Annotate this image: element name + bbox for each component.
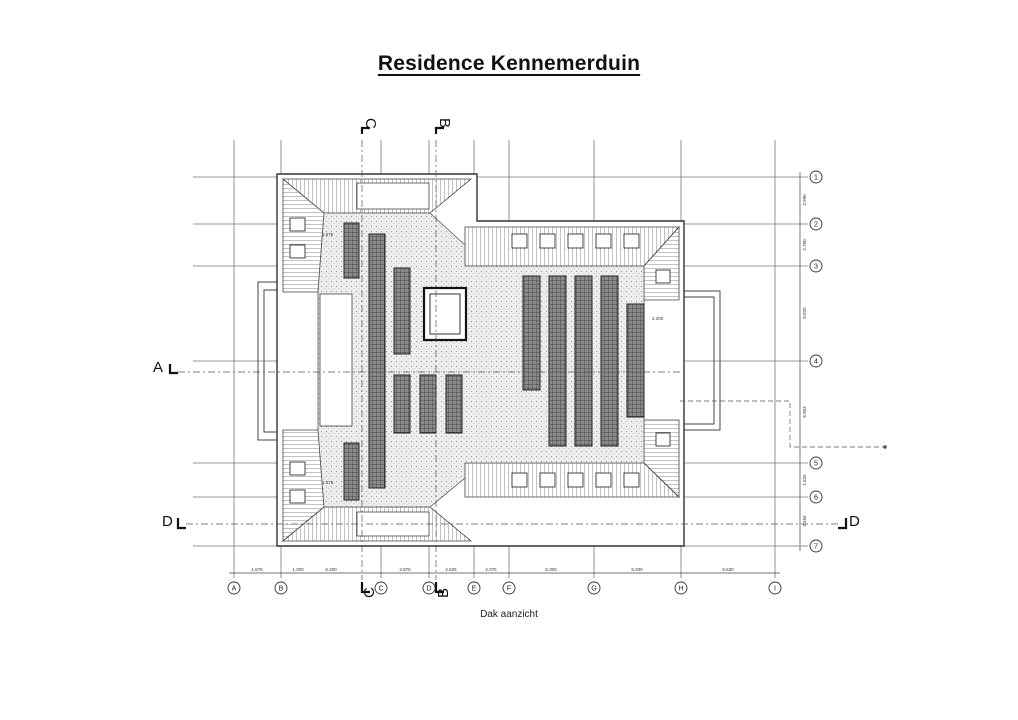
grid-bubble-row-2-label: 2: [814, 222, 818, 229]
solar-panel: [574, 275, 593, 447]
section-c-marker-top: [360, 126, 370, 134]
solar-panel: [522, 275, 541, 391]
row-dimension: 1.625: [802, 474, 807, 486]
service-point: [883, 445, 887, 449]
row-dimension: 2.780: [802, 239, 807, 251]
column-dimension: 1.200: [292, 567, 304, 572]
solar-panel: [343, 222, 360, 279]
section-labels: A D D C B C B: [153, 118, 860, 598]
grid-bubble-col-d: D: [422, 581, 436, 595]
section-markers: [168, 126, 848, 594]
section-b-marker-bottom: [434, 582, 444, 594]
column-dimension: 5.630: [722, 567, 734, 572]
dim-label: 2.200: [652, 316, 664, 321]
column-dimension: 6.250: [325, 567, 337, 572]
dim-label: 1.075: [322, 480, 334, 485]
grid-bubble-col-g-label: G: [591, 586, 596, 593]
grid-bubble-row-3: 3: [809, 259, 823, 273]
section-c-marker-bottom: [360, 582, 370, 594]
grid-bubble-col-b: B: [274, 581, 288, 595]
grid-bubble-col-i-label: I: [774, 586, 776, 593]
column-dimension: 2.875: [399, 567, 411, 572]
solar-panel: [393, 267, 411, 355]
solar-panel: [368, 233, 386, 489]
grid-bubble-col-b-label: B: [279, 586, 284, 593]
drawing-title: Residence Kennemerduin: [377, 52, 641, 75]
section-b-marker-top: [434, 126, 444, 134]
section-a-label: A: [153, 359, 163, 376]
column-dimension: 2.625: [445, 567, 457, 572]
solar-panel: [445, 374, 463, 434]
grid-bubble-row-6-label: 6: [814, 495, 818, 502]
central-skylight: [422, 286, 468, 342]
solar-panel: [626, 303, 645, 418]
column-dimension: 2.075: [485, 567, 497, 572]
grid-bubble-col-c-label: C: [378, 586, 383, 593]
grid-bubble-row-1: 1: [809, 170, 823, 184]
section-c-label-bottom: C: [361, 587, 378, 598]
row-dimension: 2.990: [802, 194, 807, 206]
section-lines: [178, 140, 838, 580]
solar-panel: [343, 442, 360, 501]
service-line: [680, 400, 885, 448]
grid-bubble-col-d-label: D: [426, 586, 431, 593]
row-dimensions: 2.990 2.780 6.820 6.963 1.625 2.556: [802, 194, 807, 527]
section-d-label-left: D: [162, 513, 173, 530]
solar-panel: [393, 374, 411, 434]
grid-bubble-col-c: C: [374, 581, 388, 595]
inner-dimensions: 1.075 2.200 1.075: [322, 232, 664, 485]
grid-bubble-col-g: G: [587, 581, 601, 595]
grid-bubble-col-h: H: [674, 581, 688, 595]
grid-bubble-col-a: A: [227, 581, 241, 595]
grid-bubble-col-i: I: [768, 581, 782, 595]
grid-bubble-row-7: 7: [809, 539, 823, 553]
light-well-left: [319, 293, 353, 427]
solar-panels: [343, 222, 645, 501]
column-grid-bubbles: A B C D E F G H I: [227, 581, 782, 595]
drawing-caption: Dak aanzicht: [480, 609, 538, 620]
section-b-label-bottom: B: [435, 588, 452, 598]
column-dimension: 5.330: [631, 567, 643, 572]
grid-bubble-row-4: 4: [809, 354, 823, 368]
solar-panel: [548, 275, 567, 447]
row-grid-bubbles: 1 2 3 4 5 6 7: [809, 170, 823, 553]
dim-label: 1.075: [322, 232, 334, 237]
column-dimensions: 1.675 1.200 6.250 2.875 2.625 2.075 5.30…: [251, 567, 734, 572]
column-dimension: 1.675: [251, 567, 263, 572]
grid-bubble-col-e: E: [467, 581, 481, 595]
section-d-marker-right: [838, 518, 848, 530]
grid-bubble-col-f-label: F: [507, 586, 511, 593]
grid-bubble-col-e-label: E: [472, 586, 477, 593]
grid-bubble-row-1-label: 1: [814, 175, 818, 182]
roof-hatch-top: [356, 182, 430, 210]
grid-bubble-row-7-label: 7: [814, 544, 818, 551]
section-d-marker-left: [176, 518, 186, 530]
column-dimension: 5.300: [545, 567, 557, 572]
grid-bubble-col-h-label: H: [678, 586, 683, 593]
dormer-windows: [289, 217, 671, 504]
solar-panel: [419, 374, 437, 434]
grid-bubble-row-5-label: 5: [814, 461, 818, 468]
row-dimension: 6.963: [802, 406, 807, 418]
grid-bubble-row-5: 5: [809, 456, 823, 470]
grid-bubble-col-f: F: [502, 581, 516, 595]
grid-bubble-row-3-label: 3: [814, 264, 818, 271]
grid-bubble-row-4-label: 4: [814, 359, 818, 366]
solar-panel: [600, 275, 619, 447]
grid-bubble-row-6: 6: [809, 490, 823, 504]
section-c-label-top: C: [362, 118, 379, 129]
section-b-label-top: B: [436, 118, 453, 128]
section-d-label-right: D: [849, 513, 860, 530]
grid-bubble-row-2: 2: [809, 217, 823, 231]
row-dimension: 2.556: [802, 515, 807, 527]
grid-bubble-col-a-label: A: [232, 586, 237, 593]
section-a-marker: [168, 364, 178, 375]
row-dimension: 6.820: [802, 307, 807, 319]
